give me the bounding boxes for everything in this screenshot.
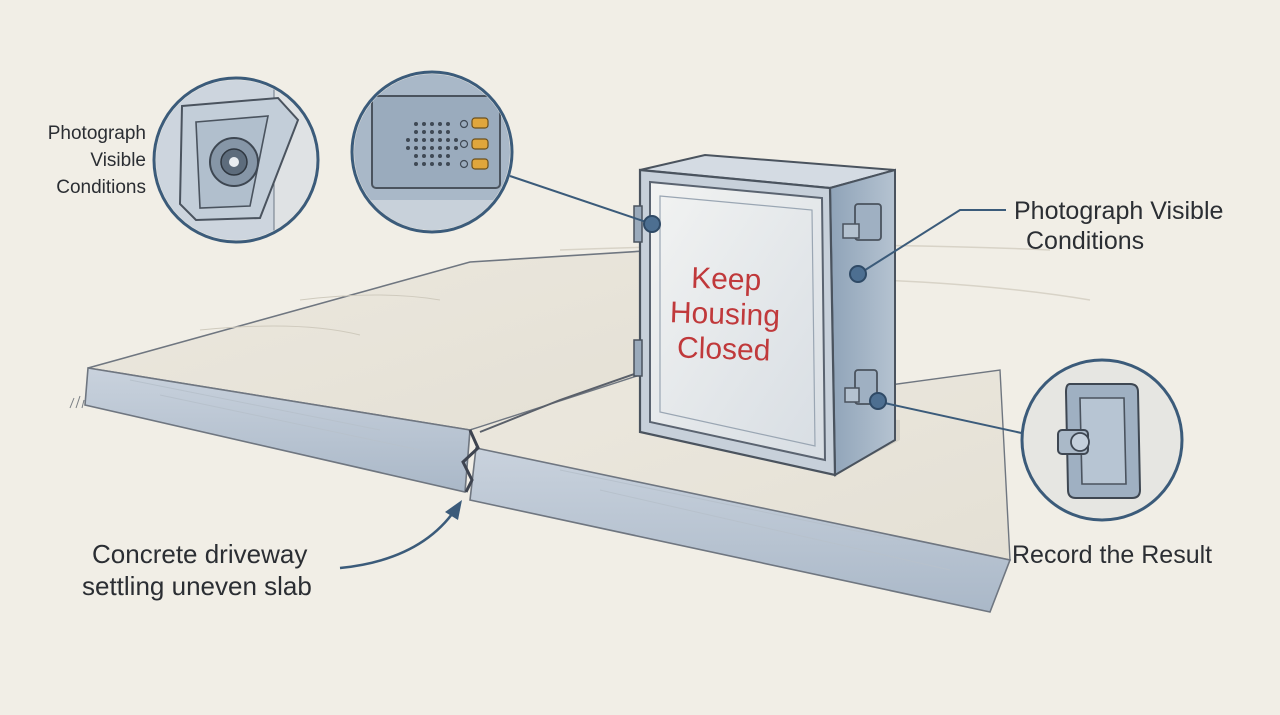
slab-crack — [479, 371, 641, 433]
housing-warning-sign: Keep Housing Closed — [648, 259, 802, 369]
crack-arrow-head — [445, 500, 462, 520]
crack-arrow — [339, 509, 457, 570]
ground-line — [879, 279, 1091, 301]
speaker-grille-icon — [406, 122, 458, 166]
slab-crack — [461, 429, 480, 493]
callout-label-line: settling uneven slab — [82, 571, 312, 601]
callout-label-line: Visible — [90, 150, 146, 171]
leader-line-right — [861, 209, 1006, 273]
sign-line: Housing — [669, 296, 781, 333]
callout-label-line: Photograph — [47, 123, 146, 144]
callout-label-line: Conditions — [1026, 227, 1145, 255]
leader-dot-right — [849, 265, 867, 283]
sign-line: Keep — [690, 261, 762, 298]
callout-label-line: Concrete driveway — [92, 539, 308, 569]
sign-line: Closed — [676, 331, 772, 368]
grass-tuft — [69, 395, 85, 409]
utility-housing — [633, 153, 896, 477]
callout-label-bottom-right: Record the Result — [1012, 540, 1262, 570]
callout-label-line: Record the Result — [1012, 541, 1213, 569]
leader-line-panel — [509, 175, 653, 225]
detail-circle-latch — [1020, 358, 1184, 522]
callout-label-bottom-left: Concrete driveway settling uneven slab — [82, 538, 372, 602]
leader-dot-panel — [643, 215, 661, 233]
callout-label-right: Photograph Visible Conditions — [1014, 196, 1264, 256]
callout-label-line: Conditions — [56, 177, 146, 198]
callout-label-line: Photograph Visible — [1014, 197, 1224, 225]
detail-circle-indicators — [350, 70, 514, 234]
leader-dot-latch — [869, 392, 887, 410]
detail-circle-camera — [152, 76, 320, 244]
leader-line-latch — [879, 401, 1027, 435]
slab-texture — [129, 379, 951, 571]
callout-label-top-left: Photograph Visible Conditions — [20, 120, 146, 201]
